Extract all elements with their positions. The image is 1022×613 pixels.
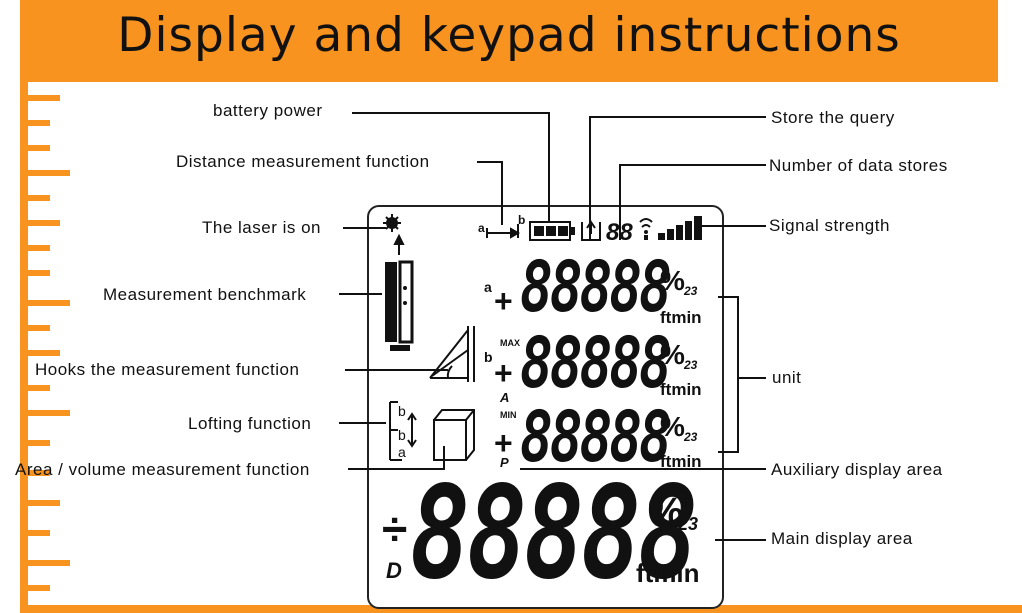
- leader-lines: [339, 112, 766, 541]
- ruler-tick: [20, 470, 50, 476]
- ruler-tick: [20, 300, 70, 306]
- label-unit: unit: [772, 368, 802, 387]
- title-banner: Display and keypad instructions: [20, 0, 998, 82]
- P-label: P: [500, 455, 509, 470]
- row1-sign: +: [494, 283, 513, 319]
- row-a-label: a: [484, 279, 492, 295]
- ruler-tick: [20, 145, 50, 151]
- label-signal-strength: Signal strength: [769, 216, 890, 235]
- lofting-b1: b: [398, 403, 406, 419]
- aux-row-3-digits: 88888: [520, 396, 672, 478]
- ruler-tick: [20, 220, 60, 226]
- main-sq: 23: [677, 514, 698, 534]
- main-sign: ÷: [382, 503, 407, 555]
- lofting-b2: b: [398, 427, 406, 443]
- bottom-stripe: [20, 605, 1022, 613]
- benchmark-icon: [385, 260, 414, 351]
- label-measurement-benchmark: Measurement benchmark: [103, 285, 307, 304]
- store-count: 88: [606, 219, 633, 246]
- signal-icon: [639, 216, 702, 240]
- label-store-query: Store the query: [771, 108, 895, 127]
- row2-ftmin: ftmin: [660, 380, 702, 399]
- label-distance-measurement: Distance measurement function: [176, 152, 430, 171]
- ruler-tick: [20, 195, 50, 201]
- A-label: A: [499, 390, 509, 405]
- label-auxiliary-display: Auxiliary display area: [771, 460, 943, 479]
- main-ftmin: ftmin: [636, 558, 700, 588]
- ruler-tick: [20, 410, 70, 416]
- min-label: MIN: [500, 410, 517, 420]
- main-pct: %: [648, 490, 684, 534]
- main-digits: 88888: [410, 459, 698, 608]
- ruler-tick: [20, 385, 50, 391]
- D-label: D: [386, 558, 402, 583]
- distance-icon: [486, 224, 521, 239]
- aux-row-2-digits: 88888: [520, 322, 672, 404]
- ruler-tick: [20, 560, 70, 566]
- ruler-tick: [20, 120, 50, 126]
- dist-a-text: a: [478, 221, 485, 235]
- ruler-tick: [20, 440, 50, 446]
- laser-icon: [383, 214, 405, 255]
- page-title: Display and keypad instructions: [117, 8, 901, 63]
- row-b-label: b: [484, 349, 493, 365]
- row1-pct: %: [660, 265, 685, 296]
- unit-bracket: [718, 296, 739, 453]
- lofting-icon: b b a: [389, 401, 417, 461]
- label-laser-on: The laser is on: [202, 218, 321, 237]
- ruler-tick: [20, 350, 60, 356]
- row2-sq: 23: [683, 358, 698, 372]
- row3-ftmin: ftmin: [660, 452, 702, 471]
- leader-area: [348, 446, 445, 470]
- row2-pct: %: [660, 339, 685, 370]
- row2-sign: +: [494, 355, 513, 391]
- row3-sign: +: [494, 425, 513, 461]
- leader-store: [589, 116, 766, 240]
- row1-ftmin: ftmin: [660, 308, 702, 327]
- battery-icon: [529, 221, 575, 241]
- ruler-tick: [20, 325, 50, 331]
- ruler-tick: [20, 245, 50, 251]
- label-battery-power: battery power: [213, 101, 323, 120]
- ruler-tick: [20, 530, 50, 536]
- hooks-icon: [429, 326, 475, 382]
- cube-icon: [433, 409, 475, 461]
- ruler-tick: [20, 95, 60, 101]
- lofting-a: a: [398, 444, 406, 460]
- ruler-tick: [20, 170, 70, 176]
- row3-pct: %: [660, 411, 685, 442]
- ruler-tick: [20, 270, 50, 276]
- aux-row-1-digits: 88888: [520, 246, 672, 328]
- max-label: MAX: [500, 338, 520, 348]
- label-hooks-measurement: Hooks the measurement function: [35, 360, 300, 379]
- ruler-tick: [20, 500, 60, 506]
- label-main-display: Main display area: [771, 529, 913, 548]
- store-icon: [581, 220, 601, 241]
- label-data-stores: Number of data stores: [769, 156, 948, 175]
- leader-data-stores: [619, 164, 766, 240]
- lcd-display: [367, 205, 724, 609]
- row1-sq: 23: [683, 284, 698, 298]
- dist-b-text: b: [518, 213, 525, 227]
- leader-distance: [477, 161, 503, 225]
- label-lofting-function: Lofting function: [188, 414, 312, 433]
- row3-sq: 23: [683, 430, 698, 444]
- ruler-stripe: [20, 82, 28, 613]
- ruler-tick: [20, 585, 50, 591]
- label-area-volume: Area / volume measurement function: [15, 460, 310, 479]
- leader-battery: [352, 112, 550, 222]
